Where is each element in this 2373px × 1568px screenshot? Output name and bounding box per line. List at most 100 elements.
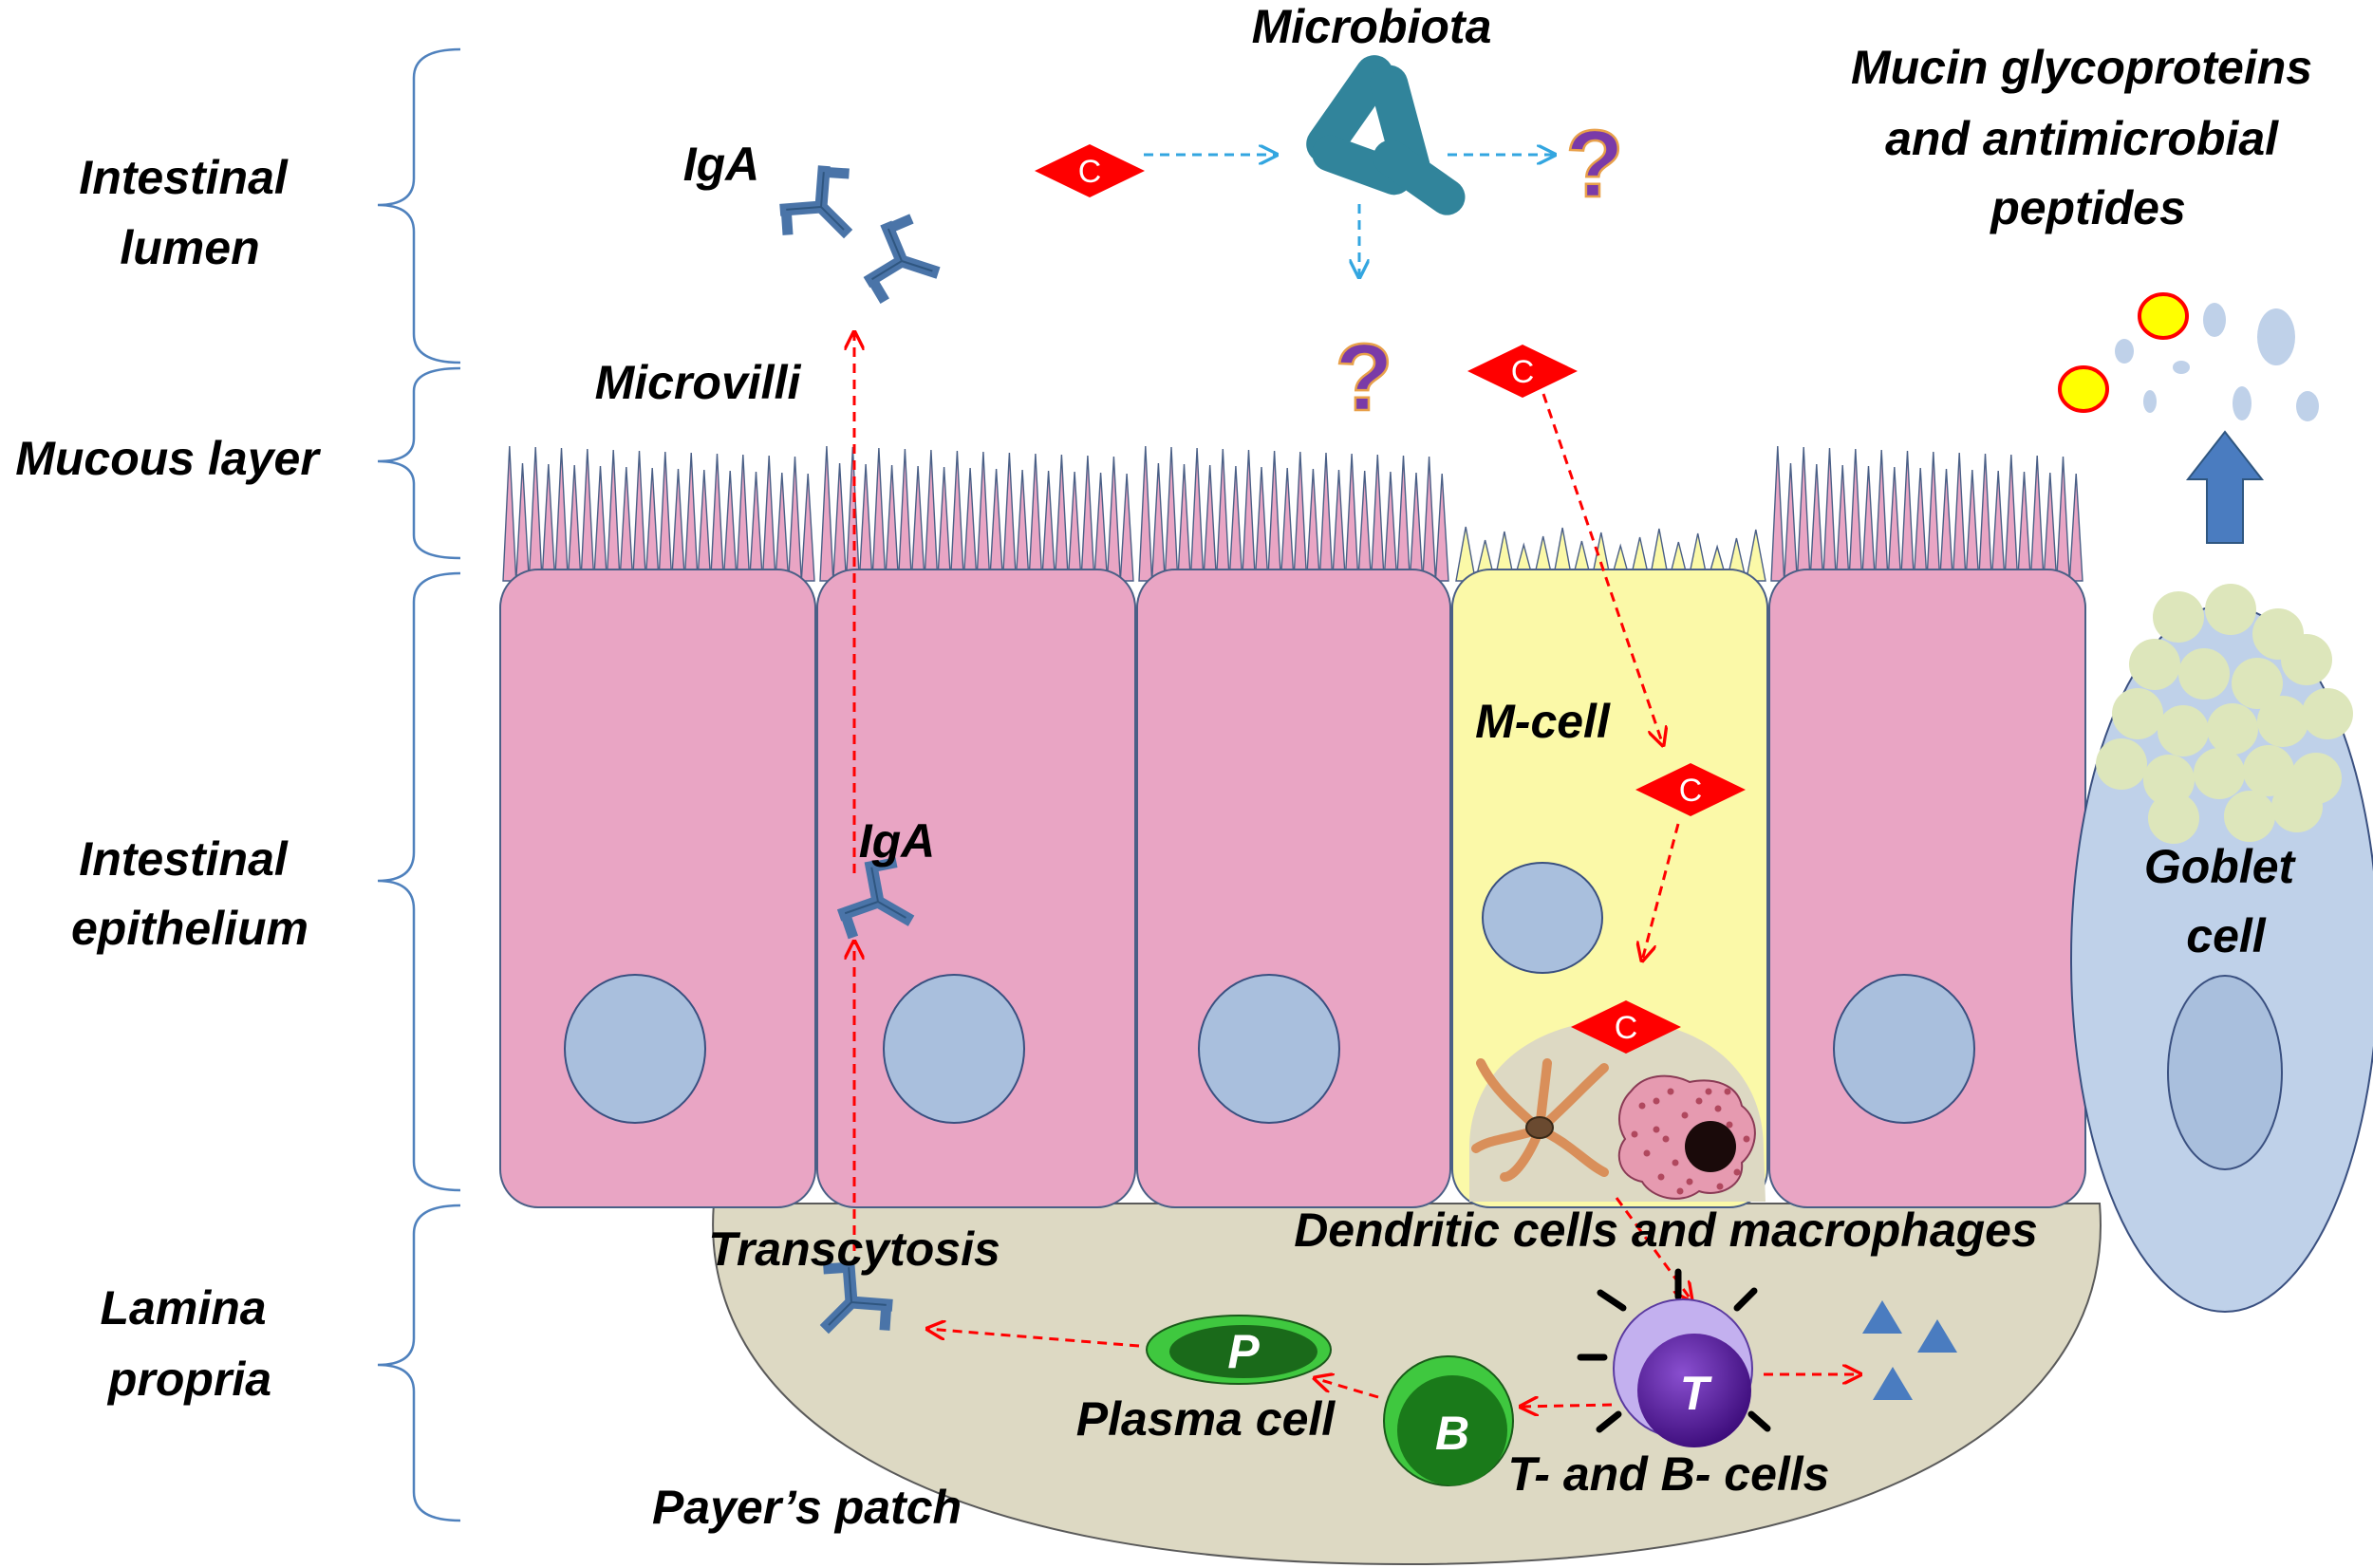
microvillus <box>1809 463 1824 582</box>
label-iga-lumen: IgA <box>683 138 760 191</box>
c-marker-label: C <box>1511 354 1535 390</box>
microvillus <box>1434 473 1449 582</box>
goblet-cell <box>2070 584 2373 1313</box>
microvillus <box>858 463 873 582</box>
goblet-granule <box>2243 745 2294 796</box>
microvillus <box>1926 451 1941 582</box>
macrophage-granule <box>1657 1173 1665 1181</box>
c-marker-label: C <box>1078 154 1102 190</box>
microbiota-bacteria <box>1306 55 1466 215</box>
c-marker: C <box>1035 144 1145 197</box>
goblet-granule <box>2302 688 2353 739</box>
microvillus <box>1848 448 1863 582</box>
microvillus <box>553 447 570 582</box>
plasma-cell-letter: P <box>1227 1325 1260 1378</box>
secretion-arrow <box>2185 430 2265 544</box>
macrophage-granule <box>1653 1097 1660 1105</box>
label-t-and-b-cells: T- and B- cells <box>1508 1447 1830 1501</box>
goblet-granule <box>2271 781 2323 832</box>
microvillus <box>528 446 543 582</box>
microvillus <box>2029 455 2045 582</box>
c-marker: C <box>1635 763 1746 816</box>
microvillus <box>592 465 608 582</box>
macrophage-granule <box>1643 1149 1651 1157</box>
microvillus <box>722 470 738 582</box>
b-cell-letter: B <box>1435 1407 1469 1460</box>
layer-label-epithelium-line1: Intestinal <box>79 832 289 886</box>
microvillus <box>1254 466 1269 582</box>
microvillus <box>819 445 834 582</box>
microvillus <box>1977 453 1993 582</box>
microvillus <box>736 454 751 582</box>
microvillus <box>976 451 991 582</box>
macrophage-granule <box>1638 1102 1646 1110</box>
microvillus <box>567 464 582 582</box>
goblet-nucleus <box>2167 975 2283 1170</box>
microvillus <box>1067 471 1082 582</box>
microvillus <box>1318 452 1334 582</box>
nucleus <box>883 974 1025 1124</box>
c-marker: C <box>1571 1000 1681 1054</box>
microvillus <box>683 452 699 582</box>
microvillus <box>1215 448 1230 582</box>
goblet-granule <box>2112 688 2163 739</box>
c-marker-label: C <box>1615 1010 1638 1046</box>
b-cell: B <box>1383 1355 1514 1486</box>
dendritic-cell <box>1471 1058 1609 1182</box>
microvillus <box>1041 470 1056 582</box>
goblet-granule <box>2143 755 2195 806</box>
microvillus <box>1344 453 1359 582</box>
microvillus <box>885 464 900 582</box>
label-microbiota: Microbiota <box>1252 0 1492 53</box>
goblet-granule <box>2207 703 2258 755</box>
microvillus <box>502 445 517 582</box>
brace-lumen <box>377 47 461 364</box>
microvillus <box>1015 469 1030 582</box>
macrophage <box>1617 1074 1756 1200</box>
microvillus <box>832 462 848 582</box>
goblet-granule <box>2158 705 2209 756</box>
microvillus <box>1119 473 1134 582</box>
label-goblet-line2: cell <box>2186 909 2267 962</box>
microvillus <box>1106 456 1122 582</box>
microvillus <box>1990 470 2006 582</box>
microvillus <box>1383 471 1398 582</box>
microvillus <box>1395 455 1411 582</box>
microvillus <box>697 469 712 582</box>
macrophage-granule <box>1653 1126 1660 1133</box>
microvillus <box>1150 462 1166 582</box>
microvillus <box>1965 469 1980 582</box>
arrow-plasma-to-iga <box>927 1329 1140 1348</box>
microvillus <box>1770 445 1785 582</box>
label-dendritic-macrophages: Dendritic cells and macrophages <box>1294 1204 2038 1257</box>
microvillus <box>1138 445 1153 582</box>
arrow-c-down-m-cell <box>1642 823 1680 961</box>
macrophage-granule <box>1672 1159 1679 1167</box>
macrophage-granule <box>1631 1130 1638 1138</box>
microvillus <box>1228 465 1243 582</box>
microvillus <box>871 447 887 582</box>
microvillus <box>1028 453 1043 582</box>
microvillus <box>1796 446 1811 582</box>
macrophage-granule <box>1716 1183 1724 1190</box>
goblet-granule <box>2178 648 2230 700</box>
goblet-granule <box>2148 793 2199 844</box>
label-iga-epithelium: IgA <box>859 814 936 868</box>
nuclei <box>564 862 1975 1124</box>
layer-label-lamina: Lamina propria <box>101 1281 280 1406</box>
brace-lamina <box>377 1204 461 1522</box>
arrow-c-into-m-cell <box>1542 393 1663 745</box>
mucin-droplets <box>2058 292 2319 421</box>
microvilli-layer <box>502 445 2083 582</box>
iga-antibody <box>868 216 944 309</box>
microvillus <box>962 467 978 582</box>
goblet-granule <box>2224 791 2275 842</box>
goblet-granule <box>2281 634 2332 685</box>
microvillus <box>1913 467 1928 582</box>
microvillus <box>1093 472 1109 582</box>
layer-braces <box>377 47 461 1522</box>
t-cell-letter: T <box>1680 1367 1713 1420</box>
goblet-granule <box>2205 584 2256 635</box>
microvillus <box>1241 449 1257 582</box>
layer-label-epithelium: Intestinal epithelium <box>71 832 308 955</box>
